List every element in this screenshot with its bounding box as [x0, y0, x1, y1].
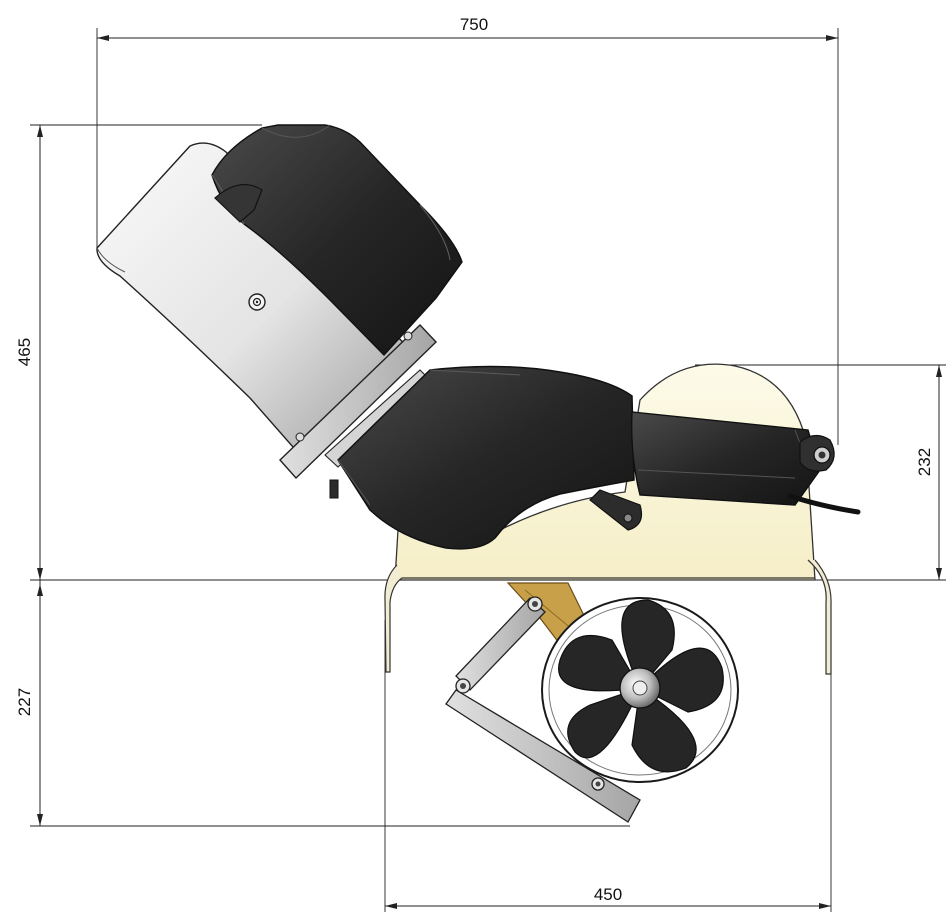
motor-cover [211, 124, 463, 357]
dim-bracket-width: 450 [594, 885, 622, 904]
dim-overall-height: 465 [15, 338, 34, 366]
dim-side-height: 232 [915, 448, 934, 476]
right-leg [807, 559, 832, 675]
gear-housing [337, 365, 643, 550]
propeller-icon [558, 599, 724, 773]
actuator-cable [787, 493, 861, 515]
cover-vent [214, 183, 263, 223]
cream-panel [394, 363, 816, 581]
mounting-bracket [384, 363, 832, 675]
dim-overall-width: 750 [460, 15, 488, 34]
propeller-assembly [541, 597, 739, 783]
electric-motor [96, 142, 411, 457]
left-leg [384, 564, 403, 673]
linear-actuator [630, 411, 861, 515]
dimension-lines [30, 28, 946, 912]
dim-below-depth: 227 [15, 688, 34, 716]
